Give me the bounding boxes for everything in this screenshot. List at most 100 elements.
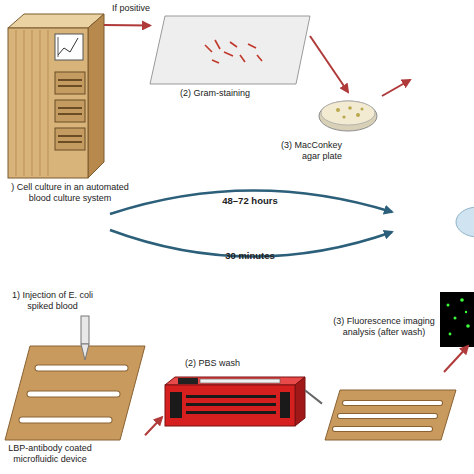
fluorescence-image [447, 304, 450, 307]
microfluidic-device [30, 392, 117, 397]
gram-stain-slide [212, 60, 219, 63]
tube-connector [305, 390, 322, 403]
process-step: 1) Injection of E. coli spiked bloodLBP-… [5, 345, 145, 440]
flow-arrow [310, 36, 348, 92]
blood-culture-incubator [40, 30, 41, 176]
fluorescence-image [440, 292, 474, 347]
blood-culture-incubator [32, 30, 33, 176]
blood-culture-incubator [88, 14, 104, 178]
syringe-pump [165, 385, 295, 426]
blood-culture-incubator [24, 30, 25, 176]
blood-culture-incubator [58, 141, 82, 143]
microfluidic-device [325, 390, 456, 440]
blood-culture-incubator [58, 79, 82, 81]
fluorescence-image [449, 333, 452, 336]
syringe-pump [170, 392, 182, 418]
edge-label: If positive [112, 3, 182, 14]
step-caption: 1) Injection of E. coli spiked blood [0, 290, 105, 313]
microfluidic-device [325, 390, 456, 440]
blood-culture-incubator [58, 85, 82, 87]
fluorescence-image [460, 298, 464, 302]
timing-arrow [110, 190, 392, 214]
syringe-pump [165, 377, 305, 385]
time-label: 48–72 hours [205, 195, 295, 207]
blood-culture-incubator [58, 38, 78, 55]
process-step: (3) MacConkey agar plate [318, 92, 378, 134]
gram-stain-slide [248, 44, 256, 48]
gram-stain-slide [257, 55, 262, 61]
macconkey-plate [319, 101, 377, 131]
flow-arrow [382, 80, 410, 96]
microfluidic-device [22, 417, 109, 424]
blood-culture-incubator [55, 100, 85, 122]
macconkey-plate [356, 113, 360, 117]
blood-culture-incubator [8, 28, 88, 178]
process-step: (2) PBS wash [162, 374, 305, 428]
flow-arrow [444, 346, 468, 372]
microfluidic-device [335, 426, 430, 432]
gram-stain-slide [224, 52, 233, 56]
macconkey-plate [342, 115, 345, 118]
syringe-pump [186, 411, 276, 414]
step-caption: (2) Gram-staining [180, 88, 290, 99]
blood-culture-incubator [55, 34, 83, 60]
pipette [81, 316, 89, 344]
macconkey-plate [361, 108, 364, 111]
syringe-pump [200, 379, 280, 383]
fluorescence-image [454, 317, 457, 320]
blood-culture-incubator [58, 107, 82, 109]
step-caption: LBP-antibody coated microfluidic device [0, 443, 100, 466]
fluorescence-image [440, 292, 474, 347]
blood-culture-incubator [8, 14, 104, 28]
step-caption: ) Cell culture in an automated blood cul… [0, 182, 140, 205]
microfluidic-device [340, 414, 435, 418]
process-step: (2) Gram-staining [150, 15, 310, 85]
gram-stain-slide [205, 45, 212, 52]
gram-stain-slide [150, 16, 310, 84]
gram-stain-slide [230, 42, 237, 47]
macconkey-plate [336, 108, 340, 112]
flow-arrow [104, 24, 150, 27]
syringe-pump [186, 395, 276, 398]
blood-culture-incubator [8, 14, 104, 178]
syringe-pump [178, 378, 198, 384]
blood-culture-incubator [48, 30, 49, 176]
microfluidic-device [22, 418, 109, 423]
pipette [81, 316, 89, 360]
step-caption: (3) MacConkey agar plate [270, 140, 342, 163]
fluorescence-image [466, 324, 470, 328]
pipette [81, 344, 89, 360]
microfluidic-device [5, 346, 145, 440]
syringe-pump [295, 377, 305, 426]
fluorescence-image [465, 311, 467, 313]
step-caption: (2) PBS wash [185, 358, 275, 369]
gram-stain-slide [240, 55, 245, 62]
gram-stain-slide [150, 16, 310, 84]
microfluidic-device [38, 366, 125, 371]
flow-arrow [145, 417, 162, 435]
blood-culture-incubator [58, 135, 82, 137]
blood-culture-incubator [55, 128, 85, 150]
syringe-pump [280, 392, 290, 418]
microfluidic-device [38, 365, 125, 372]
macconkey-plate [348, 106, 352, 110]
microfluidic-device [5, 346, 145, 440]
process-step: (3) Fluorescence imaging analysis (after… [322, 388, 457, 440]
syringe-pump [186, 403, 276, 406]
microfluidic-device [340, 413, 435, 419]
syringe-pump [165, 377, 305, 426]
macconkey-plate [319, 101, 377, 131]
blood-culture-incubator [16, 30, 17, 176]
step-caption: (3) Fluorescence imaging analysis (after… [326, 316, 442, 339]
blood-culture-incubator [55, 72, 85, 94]
macconkey-plate [321, 101, 375, 125]
microfluidic-device [335, 427, 430, 431]
gram-stain-slide [215, 40, 220, 49]
process-step: ) Cell culture in an automated blood cul… [2, 8, 104, 178]
microfluidic-device [30, 391, 117, 398]
blood-culture-incubator [58, 37, 59, 57]
result-oval [456, 207, 474, 237]
